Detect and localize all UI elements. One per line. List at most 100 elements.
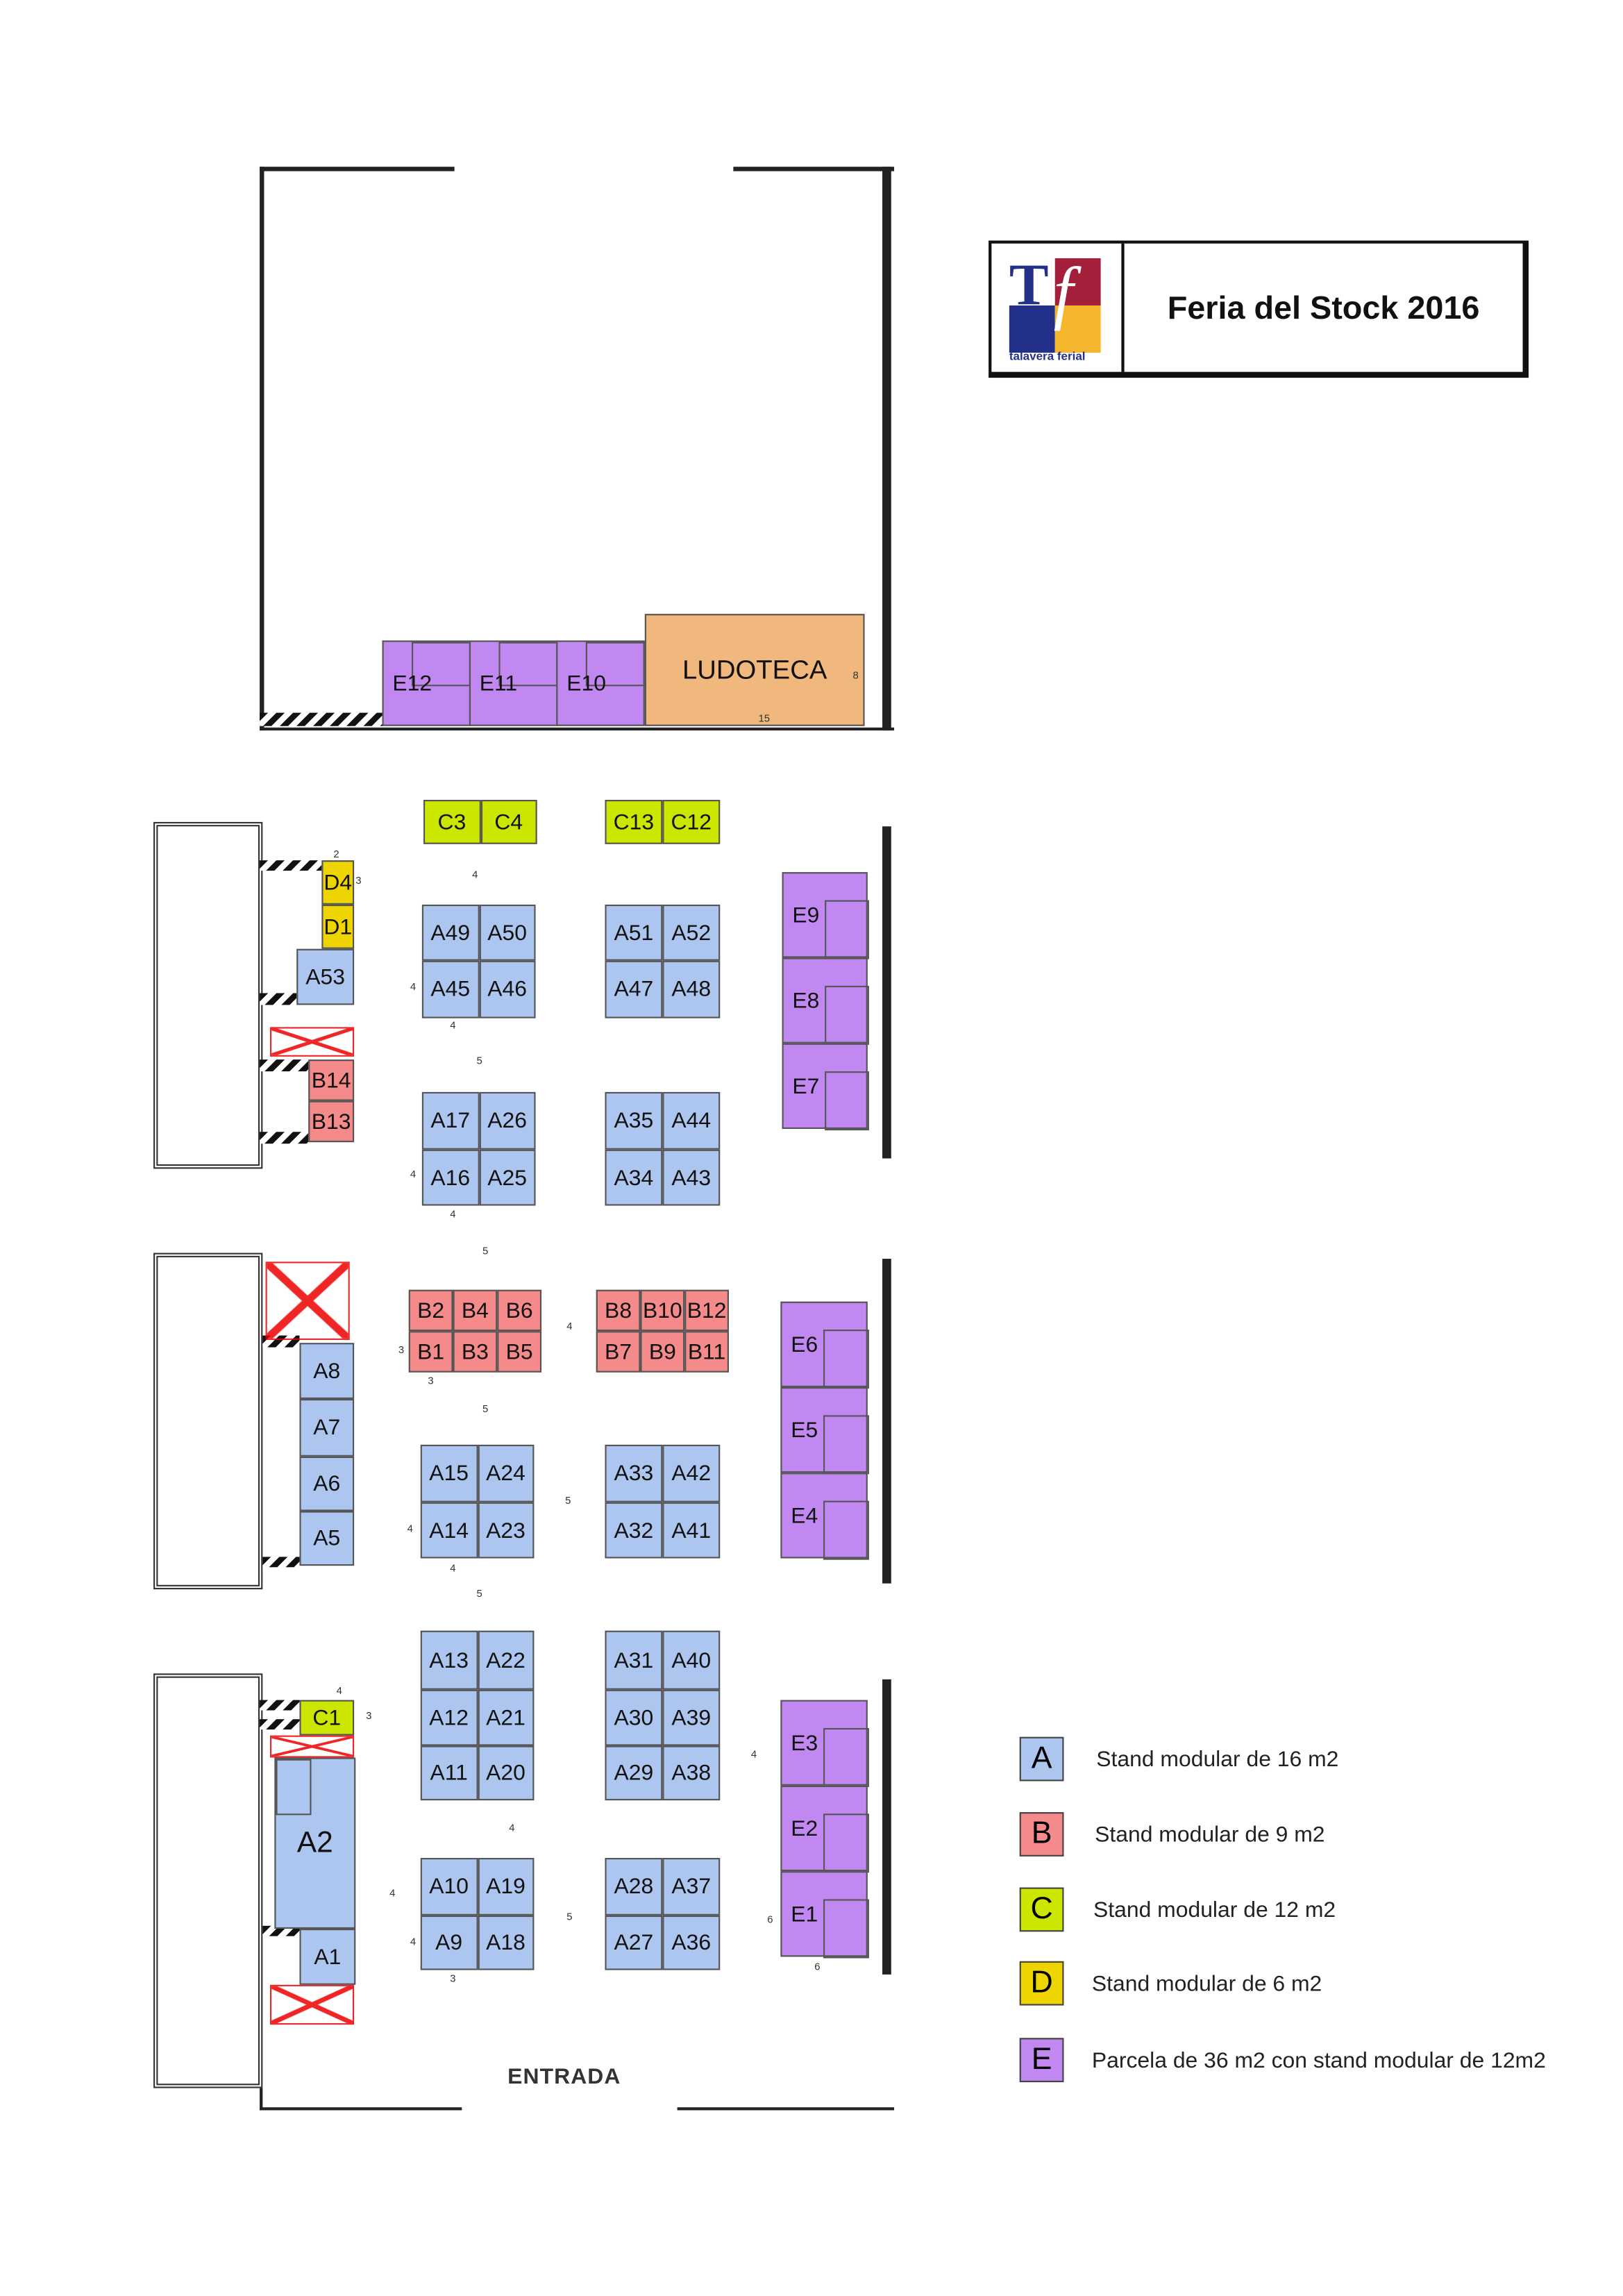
stand-a37[interactable]: A37 bbox=[662, 1858, 721, 1916]
stand-a36[interactable]: A36 bbox=[662, 1915, 721, 1970]
stand-b12[interactable]: B12 bbox=[684, 1289, 729, 1332]
stand-d1[interactable]: D1 bbox=[321, 904, 355, 949]
stand-a5[interactable]: A5 bbox=[299, 1511, 355, 1566]
stand-a53[interactable]: A53 bbox=[296, 948, 355, 1005]
stand-a52[interactable]: A52 bbox=[662, 904, 721, 961]
stand-b13[interactable]: B13 bbox=[308, 1100, 355, 1143]
stand-module bbox=[823, 1727, 869, 1787]
legend-swatch-b: B bbox=[1019, 1812, 1064, 1857]
stand-a35[interactable]: A35 bbox=[605, 1091, 663, 1150]
stand-a6[interactable]: A6 bbox=[299, 1456, 355, 1511]
stand-e7[interactable]: E7 bbox=[782, 1043, 869, 1131]
stand-e5[interactable]: E5 bbox=[780, 1386, 869, 1475]
stand-a17[interactable]: A17 bbox=[421, 1091, 479, 1150]
stand-a39[interactable]: A39 bbox=[662, 1689, 721, 1746]
stand-a48[interactable]: A48 bbox=[662, 960, 721, 1019]
stand-a7[interactable]: A7 bbox=[299, 1398, 355, 1457]
stand-e6[interactable]: E6 bbox=[780, 1301, 869, 1389]
stand-a14[interactable]: A14 bbox=[420, 1502, 478, 1559]
stand-a30[interactable]: A30 bbox=[605, 1689, 663, 1746]
stand-c12[interactable]: C12 bbox=[662, 800, 721, 844]
dimension-label: 4 bbox=[472, 871, 478, 881]
stand-a49[interactable]: A49 bbox=[421, 904, 479, 961]
stand-a41[interactable]: A41 bbox=[662, 1502, 721, 1559]
stand-a50[interactable]: A50 bbox=[478, 904, 536, 961]
stand-e11[interactable]: E11 bbox=[469, 640, 558, 726]
stand-c4[interactable]: C4 bbox=[480, 800, 537, 844]
stand-a32[interactable]: A32 bbox=[605, 1502, 663, 1559]
stand-a10[interactable]: A10 bbox=[420, 1858, 478, 1916]
stand-b2[interactable]: B2 bbox=[408, 1289, 453, 1332]
stand-a16[interactable]: A16 bbox=[421, 1149, 479, 1206]
stand-a12[interactable]: A12 bbox=[420, 1689, 478, 1746]
stand-a42[interactable]: A42 bbox=[662, 1444, 721, 1502]
stand-b7[interactable]: B7 bbox=[596, 1331, 641, 1373]
dimension-label: 4 bbox=[336, 1686, 342, 1698]
stand-a29[interactable]: A29 bbox=[605, 1745, 663, 1801]
stand-label: A42 bbox=[671, 1461, 712, 1486]
stand-b5[interactable]: B5 bbox=[497, 1331, 542, 1373]
stand-e8[interactable]: E8 bbox=[782, 957, 869, 1045]
dimension-label: 4 bbox=[410, 982, 417, 994]
ludoteca-area[interactable]: LUDOTECA bbox=[644, 614, 865, 726]
stand-b9[interactable]: B9 bbox=[640, 1331, 685, 1373]
stand-e2[interactable]: E2 bbox=[780, 1785, 869, 1873]
stand-e3[interactable]: E3 bbox=[780, 1700, 869, 1787]
stand-e10[interactable]: E10 bbox=[556, 640, 645, 726]
stand-a8[interactable]: A8 bbox=[299, 1343, 355, 1399]
stand-a25[interactable]: A25 bbox=[478, 1149, 536, 1206]
stand-a33[interactable]: A33 bbox=[605, 1444, 663, 1502]
stand-b3[interactable]: B3 bbox=[453, 1331, 498, 1373]
dimension-label: 6 bbox=[767, 1915, 773, 1926]
stand-b11[interactable]: B11 bbox=[684, 1331, 729, 1373]
stand-e1[interactable]: E1 bbox=[780, 1871, 869, 1959]
logo: T f talavera ferial bbox=[1009, 251, 1101, 367]
stand-a18[interactable]: A18 bbox=[477, 1915, 535, 1970]
hazard-stripe bbox=[262, 1557, 300, 1568]
stand-a19[interactable]: A19 bbox=[477, 1858, 535, 1916]
stand-b10[interactable]: B10 bbox=[640, 1289, 685, 1332]
stand-a40[interactable]: A40 bbox=[662, 1630, 721, 1690]
stand-b8[interactable]: B8 bbox=[596, 1289, 641, 1332]
stand-b1[interactable]: B1 bbox=[408, 1331, 453, 1373]
dimension-label: 5 bbox=[482, 1247, 489, 1257]
stand-a15[interactable]: A15 bbox=[420, 1444, 478, 1502]
stand-a22[interactable]: A22 bbox=[477, 1630, 535, 1690]
stand-a26[interactable]: A26 bbox=[478, 1091, 536, 1150]
stand-a1[interactable]: A1 bbox=[299, 1929, 356, 1985]
blocked-area-marker bbox=[265, 1262, 350, 1340]
stand-a44[interactable]: A44 bbox=[662, 1091, 721, 1150]
stand-a20[interactable]: A20 bbox=[477, 1745, 535, 1801]
stand-a21[interactable]: A21 bbox=[477, 1689, 535, 1746]
stand-a13[interactable]: A13 bbox=[420, 1630, 478, 1690]
entrance-label: ENTRADA bbox=[507, 2064, 621, 2090]
stand-a47[interactable]: A47 bbox=[605, 960, 663, 1019]
stand-b14[interactable]: B14 bbox=[308, 1059, 355, 1101]
stand-c3[interactable]: C3 bbox=[423, 800, 480, 844]
stand-a2[interactable]: A2 bbox=[274, 1757, 356, 1929]
stand-c1[interactable]: C1 bbox=[299, 1700, 355, 1736]
stand-a46[interactable]: A46 bbox=[478, 960, 536, 1019]
title-box: T f talavera ferial Feria del Stock 2016 bbox=[989, 240, 1529, 378]
stand-a34[interactable]: A34 bbox=[605, 1149, 663, 1206]
stand-e9[interactable]: E9 bbox=[782, 872, 869, 960]
stand-label: A6 bbox=[313, 1471, 341, 1497]
stand-d4[interactable]: D4 bbox=[321, 860, 355, 905]
stand-a28[interactable]: A28 bbox=[605, 1858, 663, 1916]
stand-a43[interactable]: A43 bbox=[662, 1149, 721, 1206]
stand-a11[interactable]: A11 bbox=[420, 1745, 478, 1801]
stand-a38[interactable]: A38 bbox=[662, 1745, 721, 1801]
stand-a23[interactable]: A23 bbox=[477, 1502, 535, 1559]
stand-a27[interactable]: A27 bbox=[605, 1915, 663, 1970]
stand-a31[interactable]: A31 bbox=[605, 1630, 663, 1690]
stand-a9[interactable]: A9 bbox=[420, 1915, 478, 1970]
stand-b6[interactable]: B6 bbox=[497, 1289, 542, 1332]
dimension-label: 4 bbox=[410, 1170, 417, 1181]
stand-a24[interactable]: A24 bbox=[477, 1444, 535, 1502]
stand-c13[interactable]: C13 bbox=[605, 800, 663, 844]
stand-e12[interactable]: E12 bbox=[382, 640, 471, 726]
stand-e4[interactable]: E4 bbox=[780, 1473, 869, 1560]
stand-a51[interactable]: A51 bbox=[605, 904, 663, 961]
stand-a45[interactable]: A45 bbox=[421, 960, 479, 1019]
stand-b4[interactable]: B4 bbox=[453, 1289, 498, 1332]
